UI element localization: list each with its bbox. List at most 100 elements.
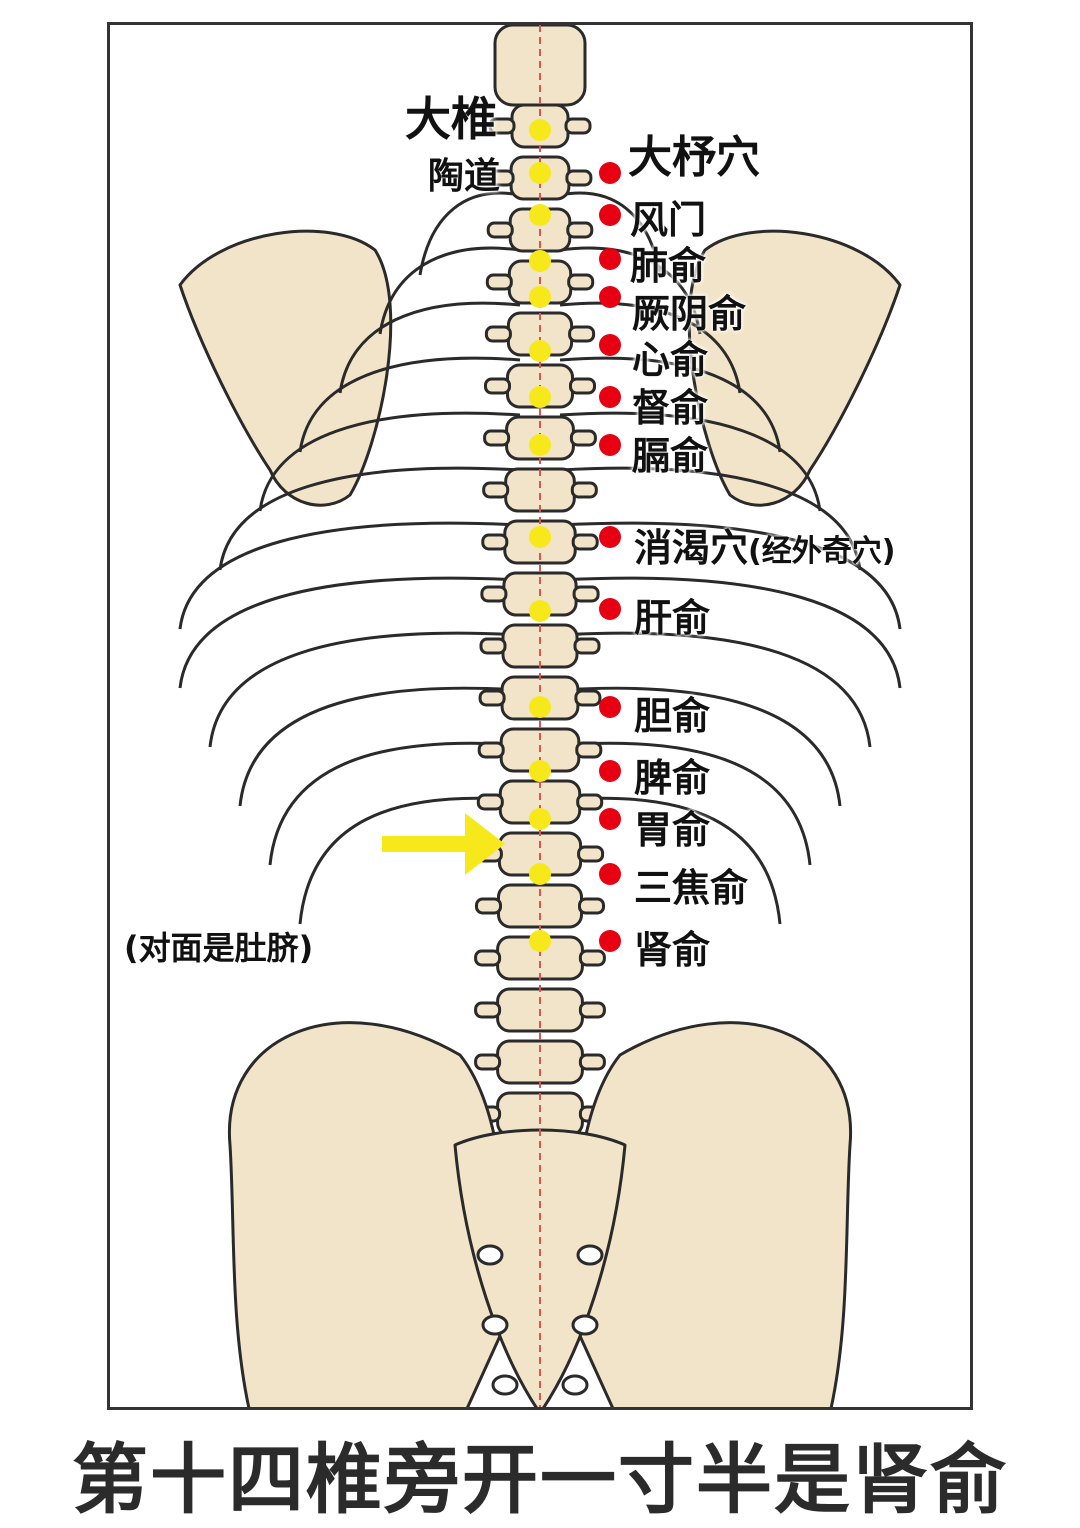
vertebra-process <box>578 949 606 967</box>
right-rib <box>559 576 902 689</box>
right-rib <box>559 246 702 335</box>
vertebra-process <box>566 221 594 239</box>
left-rib <box>238 686 521 807</box>
bladder-meridian-point <box>599 434 621 456</box>
vertebra-process <box>476 793 504 811</box>
vertebra-process <box>487 169 515 187</box>
vertebra-process <box>572 585 600 603</box>
governor-vessel-point <box>529 162 551 184</box>
right-rib <box>559 686 842 807</box>
bladder-meridian-point <box>599 162 621 184</box>
vertebra-process <box>479 637 507 655</box>
governor-vessel-point <box>529 340 551 362</box>
vertebra-process <box>474 1001 502 1019</box>
left-rib <box>208 631 521 748</box>
label-weishu: 胃俞 <box>634 808 711 852</box>
label-dazhu: 大杼穴 <box>628 132 760 183</box>
bladder-meridian-point <box>599 286 621 308</box>
vertebra-process <box>481 533 509 551</box>
label-feishu: 肺俞 <box>630 244 707 288</box>
vertebra-process <box>477 741 505 759</box>
illustration-frame: 大椎 陶道 大杼穴 风门 肺俞 厥阴俞 心俞 督俞 膈俞 消渴穴(经外奇穴) 肝… <box>107 22 973 1410</box>
label-fengmen: 风门 <box>630 198 707 242</box>
vertebra-process <box>483 429 511 447</box>
label-danshu: 胆俞 <box>634 694 711 738</box>
bladder-meridian-point <box>599 863 621 885</box>
vertebra-process <box>568 325 596 343</box>
vertebra-process <box>484 325 512 343</box>
label-pishu: 脾俞 <box>634 756 711 800</box>
sacral-foramen <box>481 1314 509 1336</box>
vertebra-process <box>573 637 601 655</box>
left-rib <box>338 301 521 394</box>
vertebra-process <box>575 741 603 759</box>
vertebra-process <box>474 1053 502 1071</box>
governor-vessel-point <box>529 600 551 622</box>
sacral-foramen <box>561 1374 589 1396</box>
sacral-foramen <box>476 1244 504 1266</box>
spine-illustration <box>178 25 902 1407</box>
governor-vessel-point <box>529 119 551 141</box>
label-dushu: 督俞 <box>632 386 709 430</box>
label-shenshu: 肾俞 <box>634 928 711 972</box>
vertebra-process <box>577 845 605 863</box>
vertebra-process <box>485 273 513 291</box>
left-rib <box>298 796 521 925</box>
vertebra-process <box>567 273 595 291</box>
vertebra-process <box>484 377 511 395</box>
governor-vessel-point <box>529 526 551 548</box>
label-xiaoke-note: (经外奇穴) <box>748 534 896 569</box>
left-rib <box>218 466 521 571</box>
vertebra-process <box>569 377 596 395</box>
governor-vessel-point <box>529 930 551 952</box>
bladder-meridian-point <box>599 598 621 620</box>
vertebra-process <box>488 117 516 135</box>
label-xinshu: 心俞 <box>632 338 709 382</box>
vertebra-process <box>475 897 502 915</box>
vertebra-process <box>574 689 602 707</box>
right-rib <box>559 356 782 453</box>
vertebra-process <box>564 117 592 135</box>
bladder-meridian-point <box>599 808 621 830</box>
label-dazhui: 大椎 <box>405 92 497 146</box>
label-geshu: 膈俞 <box>632 434 709 478</box>
label-jueyinshu: 厥阴俞 <box>632 292 747 336</box>
governor-vessel-point <box>529 760 551 782</box>
governor-vessel-point <box>529 808 551 830</box>
governor-vessel-point <box>529 434 551 456</box>
bladder-meridian-point <box>599 386 621 408</box>
right-rib <box>559 741 812 866</box>
vertebra-process <box>578 1001 606 1019</box>
left-rib <box>298 356 521 453</box>
right-scapula <box>687 229 902 507</box>
right-rib <box>559 631 872 748</box>
governor-vessel-point <box>529 696 551 718</box>
bladder-meridian-point <box>599 204 621 226</box>
label-sanjiaoshu: 三焦俞 <box>634 866 749 910</box>
left-rib <box>178 576 521 689</box>
right-rib <box>559 301 742 394</box>
right-rib <box>559 191 662 276</box>
vertebra-process <box>480 585 508 603</box>
left-rib <box>378 246 521 335</box>
bladder-meridian-point <box>599 334 621 356</box>
left-rib <box>178 521 521 630</box>
governor-vessel-point <box>529 204 551 226</box>
bladder-meridian-point <box>599 760 621 782</box>
governor-vessel-point <box>529 286 551 308</box>
bladder-meridian-point <box>599 526 621 548</box>
label-xiaoke: 消渴穴(经外奇穴) <box>634 517 895 572</box>
left-rib <box>268 741 521 866</box>
left-rib <box>418 191 521 276</box>
right-rib <box>559 521 902 630</box>
navel-arrow <box>382 813 505 875</box>
label-navel-note: (对面是肚脐) <box>124 929 314 967</box>
vertebra-process <box>565 169 593 187</box>
vertebra-process <box>578 897 605 915</box>
vertebra-process <box>576 793 604 811</box>
sacral-foramen <box>571 1314 599 1336</box>
bladder-meridian-point <box>599 696 621 718</box>
label-ganshu: 肝俞 <box>634 596 711 640</box>
right-rib <box>559 796 782 925</box>
right-rib <box>559 411 822 512</box>
